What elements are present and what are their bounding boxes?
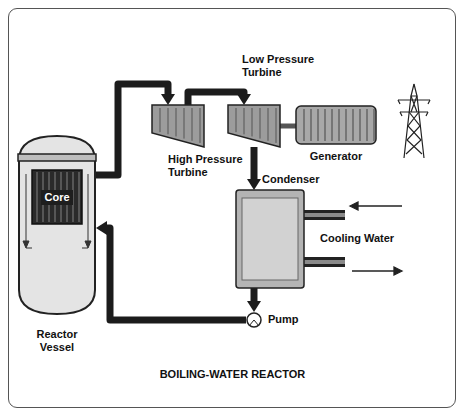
- transmission-tower: [398, 84, 430, 158]
- node-label: Condenser: [262, 173, 342, 186]
- pump-shape: [246, 312, 262, 328]
- generator: Generator: [296, 106, 376, 144]
- node-label: Low Pressure Turbine: [242, 53, 328, 79]
- flow-label: Cooling Water: [320, 232, 394, 245]
- node-label: High Pressure Turbine: [168, 153, 254, 179]
- pipe: [188, 92, 251, 105]
- shaft: [280, 126, 296, 127]
- node-label: Reactor Vessel: [32, 328, 82, 354]
- high-pressure-turbine: High Pressure Turbine: [152, 105, 204, 147]
- pipe: [247, 288, 261, 312]
- pipe: [96, 221, 246, 320]
- node-label: Pump: [268, 313, 308, 326]
- pump: Pump: [246, 312, 262, 328]
- reactor-vessel: Reactor VesselCore: [18, 130, 96, 315]
- low-pressure-turbine: Low Pressure Turbine: [228, 105, 280, 147]
- high-pressure-turbine-shape: [152, 105, 204, 147]
- node-label: Generator: [296, 150, 376, 163]
- condenser: Condenser: [236, 190, 304, 288]
- condenser-shape: [236, 190, 304, 288]
- generator-shape: [296, 106, 376, 144]
- node-label: Core: [41, 190, 72, 205]
- reactor-core: Core: [32, 170, 82, 224]
- diagram-title: BOILING-WATER REACTOR: [0, 368, 465, 380]
- low-pressure-turbine-shape: [228, 105, 280, 147]
- pipe: [247, 147, 261, 190]
